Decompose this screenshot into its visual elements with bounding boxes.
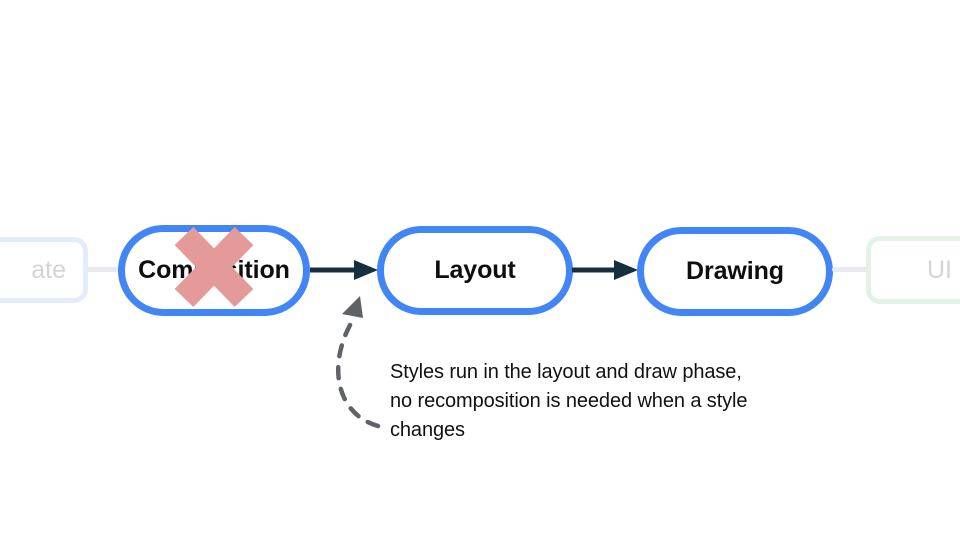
phase-node-composition-label: Composition — [138, 256, 290, 284]
phase-node-drawing[interactable]: Drawing — [637, 227, 833, 316]
ghost-node-ui: UI — [866, 236, 960, 304]
annotation-line-3: changes — [390, 419, 465, 441]
annotation-line-1: Styles run in the layout and draw phase, — [390, 361, 742, 383]
ghost-node-state-label: ate — [31, 255, 66, 284]
phase-node-drawing-label: Drawing — [686, 257, 784, 285]
ghost-node-state: ate — [0, 237, 88, 303]
phase-node-layout-label: Layout — [434, 256, 516, 284]
arrow-composition-to-layout — [310, 260, 378, 280]
connector-drawing-to-ui — [832, 267, 870, 272]
ghost-node-ui-label: UI — [927, 255, 952, 284]
annotation-text: Styles run in the layout and draw phase,… — [390, 358, 860, 445]
phase-node-layout[interactable]: Layout — [377, 226, 573, 315]
connector-state-to-composition — [86, 267, 122, 272]
annotation-line-2: no recomposition is needed when a style — [390, 390, 748, 412]
callout-arrow-icon — [335, 296, 381, 429]
arrow-layout-to-drawing — [572, 260, 638, 280]
phase-node-composition[interactable]: Composition — [118, 225, 310, 316]
